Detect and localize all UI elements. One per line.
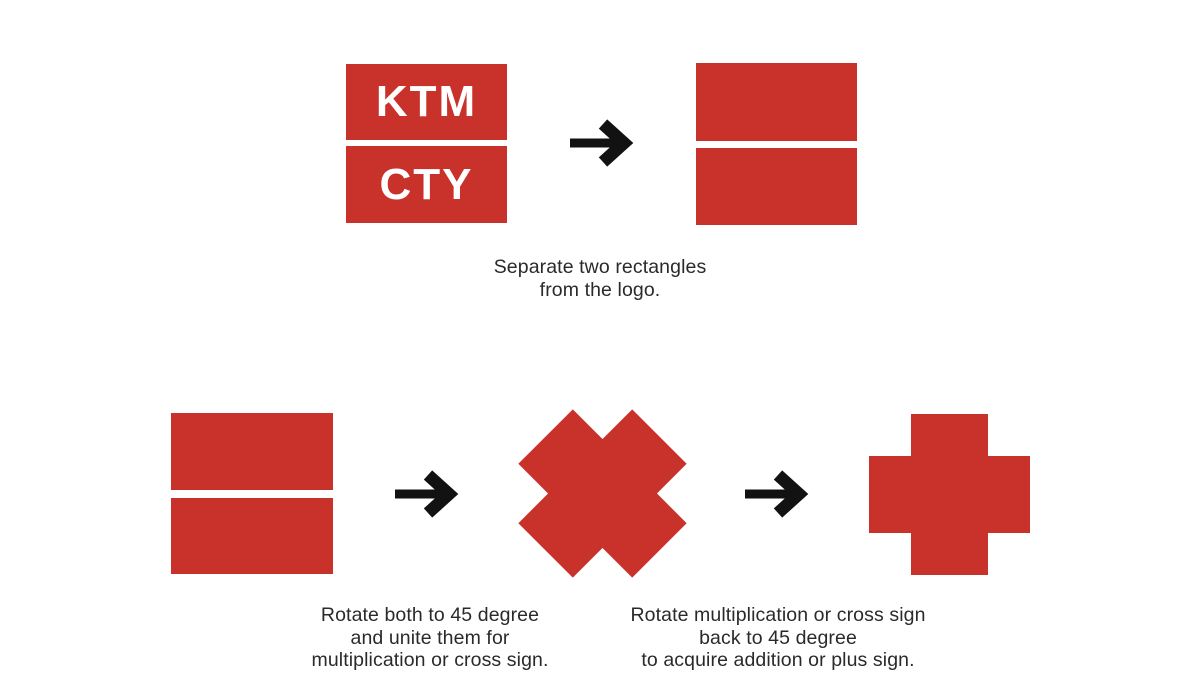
logo-text-top: KTM [375,77,478,126]
separated-rectangles-pair [696,63,857,225]
caption-step3: Rotate multiplication or cross sign back… [630,604,925,672]
logo-rect-bottom: CTY [346,146,507,223]
caption-line: and unite them for [350,626,510,649]
arrow-right-icon [745,470,809,518]
rotated-rect-bar [517,408,687,578]
caption-line: multiplication or cross sign. [311,649,549,671]
arrow-right-icon [570,119,634,167]
caption-line: Separate two rectangles [493,256,707,278]
rectangle-bottom [171,498,333,574]
plus-addition-shape [849,394,1049,594]
arrow-right-icon [395,470,459,518]
caption-line: to acquire addition or plus sign. [641,649,915,671]
rectangle-top [696,63,857,141]
rectangle-top [171,413,333,490]
cross-multiplication-shape [502,393,702,593]
caption-line: Rotate both to 45 degree [320,604,540,626]
caption-line: from the logo. [539,278,661,301]
caption-line: Rotate multiplication or cross sign [630,604,926,626]
logo-rect-top: KTM [346,64,507,140]
vertical-bar [910,413,988,575]
logo-text-bottom: CTY [379,159,474,209]
caption-line: back to 45 degree [699,626,857,649]
caption-step2: Rotate both to 45 degree and unite them … [312,604,549,672]
rectangles-pair-bottom [171,413,333,574]
caption-step1: Separate two rectangles from the logo. [494,256,707,301]
rectangle-bottom [696,148,857,225]
ktm-cty-logo: KTM CTY [346,64,507,223]
